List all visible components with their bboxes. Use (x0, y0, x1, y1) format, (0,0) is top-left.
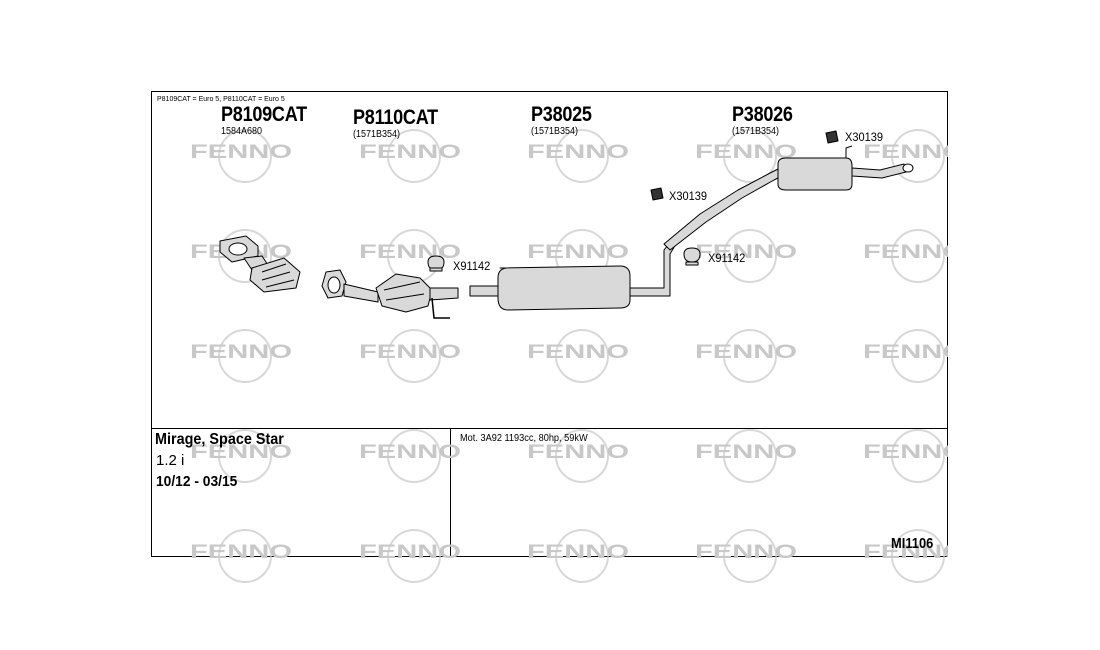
part-ref-p38025: (1571B354) (531, 126, 579, 137)
part-ref-p8110cat: (1571B354) (353, 129, 401, 140)
part-ref-p38026: (1571B354) (732, 126, 780, 137)
front-pipe-p8110cat (321, 269, 459, 319)
rubber-hanger-x30139-a (650, 187, 664, 201)
rubber-hanger-x30139-b (825, 130, 839, 144)
euro-norm-note: P8109CAT = Euro 5, P8110CAT = Euro 5 (157, 96, 285, 103)
diagram-code: MI1106 (891, 535, 934, 552)
info-divider (151, 428, 948, 429)
accessory-label-x30139-a[interactable]: X30139 (669, 189, 708, 203)
info-column-divider (450, 428, 451, 557)
vehicle-period: 10/12 - 03/15 (156, 473, 238, 490)
part-number-p8109cat[interactable]: P8109CAT (221, 103, 307, 126)
centre-muffler-p38025 (469, 239, 677, 311)
part-number-p38026[interactable]: P38026 (732, 103, 793, 126)
clamp-x91142-b (683, 247, 701, 266)
vehicle-engine: 1.2 i (156, 452, 185, 469)
accessory-label-x91142-a[interactable]: X91142 (453, 259, 491, 273)
vehicle-model: Mirage, Space Star (155, 431, 284, 448)
accessory-label-x30139-b[interactable]: X30139 (845, 130, 884, 144)
part-number-p38025[interactable]: P38025 (531, 103, 592, 126)
accessory-label-x91142-b[interactable]: X91142 (708, 251, 746, 265)
catalytic-converter-p8109cat (219, 235, 301, 293)
part-ref-p8109cat: 1584A680 (221, 126, 263, 137)
diagram-frame (151, 91, 948, 557)
rear-muffler-p38026 (663, 145, 914, 251)
clamp-x91142-a (427, 255, 445, 272)
part-number-p8110cat[interactable]: P8110CAT (353, 106, 438, 129)
motor-spec: Mot. 3A92 1193cc, 80hp, 59kW (460, 433, 588, 444)
